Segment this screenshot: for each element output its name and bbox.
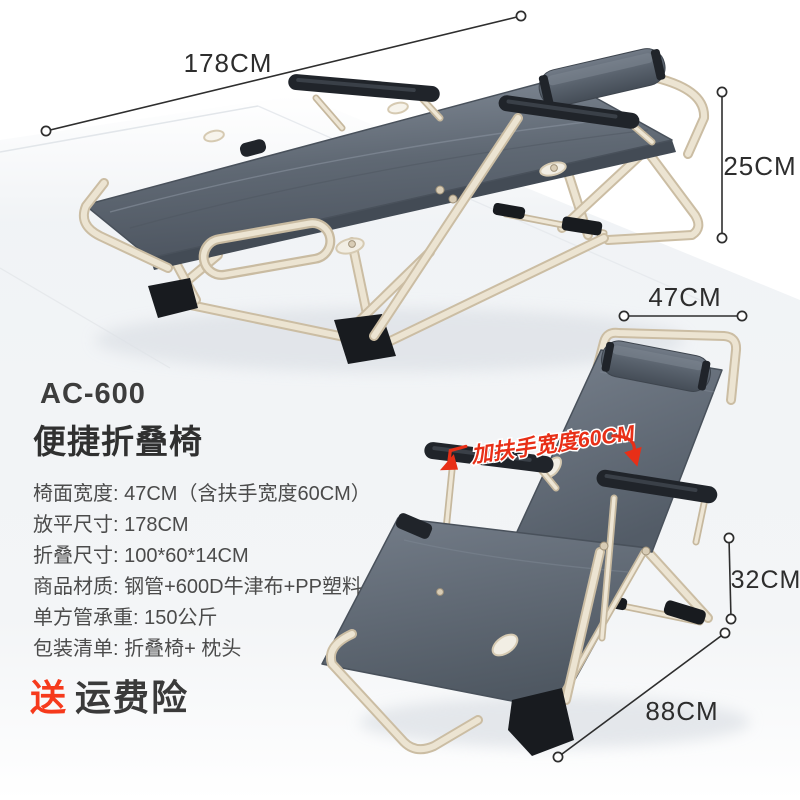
bed-length-label: 178CM (184, 48, 273, 78)
spec-package-contents: 包装清单: 折叠椅+ 枕头 (33, 638, 242, 660)
dimension-annotations: 178CM 25CM 47CM 32CM 88CM (40, 10, 800, 763)
shipping-insurance-promo: 送 运费险 (30, 669, 189, 721)
product-title: 便捷折叠椅 (33, 423, 203, 460)
bed-foot-tube (78, 178, 173, 273)
bed-handle-loop (198, 218, 336, 280)
dimension-seat-width: 47CM (618, 282, 748, 322)
reclined-chair-illustration (321, 327, 742, 756)
seat-width-label: 47CM (648, 282, 721, 312)
bed-near-armrest (369, 95, 656, 341)
chair-backrest-frame (585, 327, 742, 405)
base-depth-label: 88CM (645, 696, 718, 726)
promo-badge: 送 (30, 677, 67, 718)
bed-pillow (538, 48, 666, 107)
armrest-annotation-right-line (611, 434, 636, 453)
bed-far-armrest (288, 74, 444, 132)
chair-front-legs (326, 547, 605, 756)
spec-folded-size: 折叠尺寸: 100*60*14CM (33, 545, 249, 567)
dimension-base-depth: 88CM (552, 627, 731, 763)
flat-bed-illustration (78, 48, 710, 364)
bed-hinges (348, 164, 558, 248)
bed-height-label: 25CM (723, 151, 796, 181)
spec-seat-width: 椅面宽度: 47CM（含扶手宽度60CM） (33, 483, 371, 505)
dimension-bed-height: 25CM (716, 86, 796, 244)
armrest-annotation-left-line (447, 444, 468, 464)
product-model: AC-600 (40, 378, 146, 410)
chair-pillow (600, 340, 711, 392)
promo-text: 运费险 (75, 677, 190, 718)
dimension-rear-height: 32CM (723, 532, 800, 625)
chair-hinges (436, 541, 651, 596)
spec-material: 商品材质: 钢管+600D牛津布+PP塑料 (33, 576, 362, 598)
armrest-arrow-left-icon (439, 454, 459, 471)
dimension-bed-length: 178CM (40, 10, 527, 137)
chair-right-armrest (596, 469, 718, 642)
spec-flat-size: 放平尺寸: 178CM (33, 514, 189, 536)
rear-height-label: 32CM (731, 566, 800, 594)
armrest-arrow-right-icon (624, 446, 642, 467)
spec-load-capacity: 单方管承重: 150公斤 (33, 607, 218, 629)
bed-fabric (84, 77, 676, 270)
spec-list: 椅面宽度: 47CM（含扶手宽度60CM） 放平尺寸: 178CM 折叠尺寸: … (33, 479, 413, 665)
product-info-block: AC-600 便捷折叠椅 椅面宽度: 47CM（含扶手宽度60CM） 放平尺寸:… (33, 378, 413, 665)
